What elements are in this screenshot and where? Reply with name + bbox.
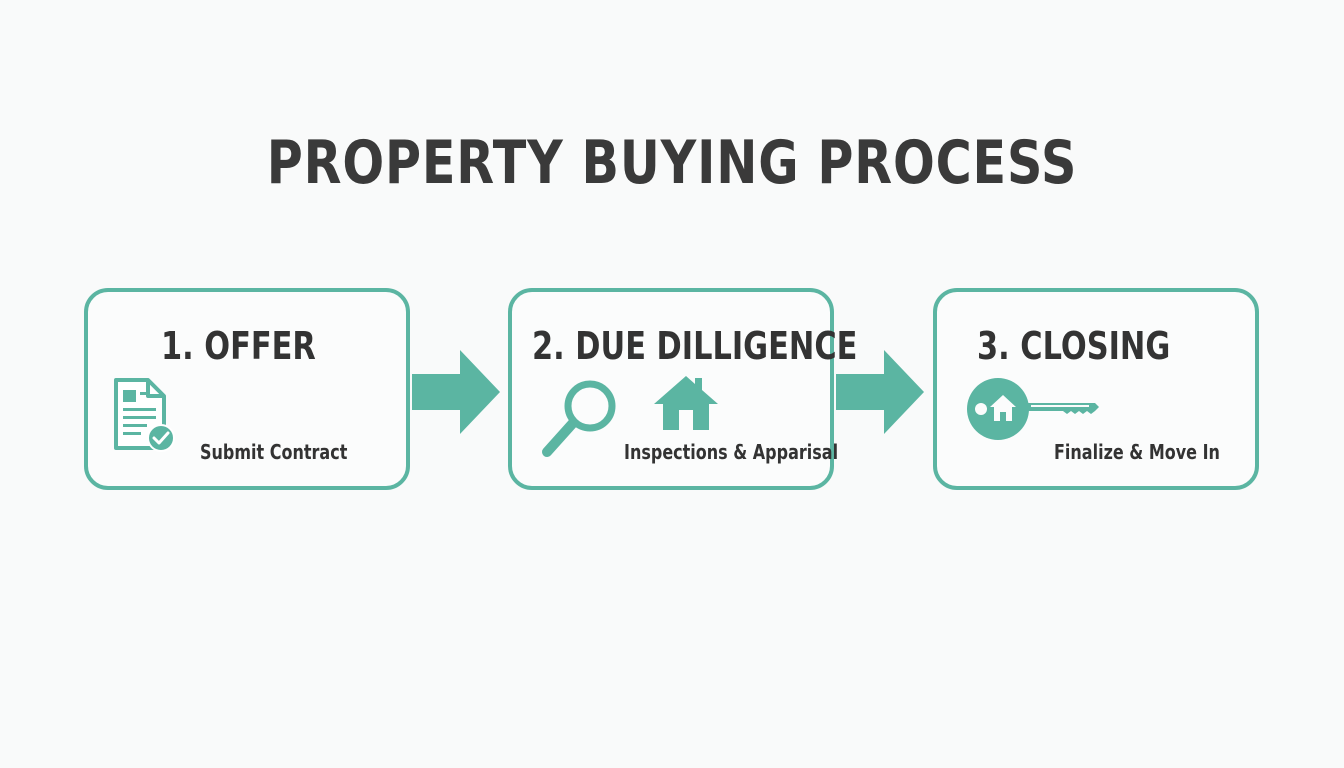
arrow-right-icon <box>412 350 500 434</box>
step-closing-box: 3. CLOSING Finalize & Move In <box>933 288 1259 490</box>
house-icon <box>654 376 718 430</box>
magnifier-icon <box>542 380 616 457</box>
diagram-title: PROPERTY BUYING PROCESS <box>266 128 1078 198</box>
step-description: Finalize & Move In <box>1054 440 1220 464</box>
house-key-icon <box>967 378 1099 440</box>
step-title: 1. OFFER <box>161 324 316 368</box>
step-offer-box: 1. OFFER Submit Contract <box>84 288 410 490</box>
step-description: Inspections & Apparisal <box>624 440 839 464</box>
step-title: 3. CLOSING <box>977 324 1171 368</box>
document-check-icon <box>114 378 175 452</box>
step-description: Submit Contract <box>200 440 348 464</box>
step-due-diligence-box: 2. DUE DILLIGENCE Inspections & Apparisa… <box>508 288 857 490</box>
step-title: 2. DUE DILLIGENCE <box>532 324 858 368</box>
arrow-right-icon <box>836 350 924 434</box>
